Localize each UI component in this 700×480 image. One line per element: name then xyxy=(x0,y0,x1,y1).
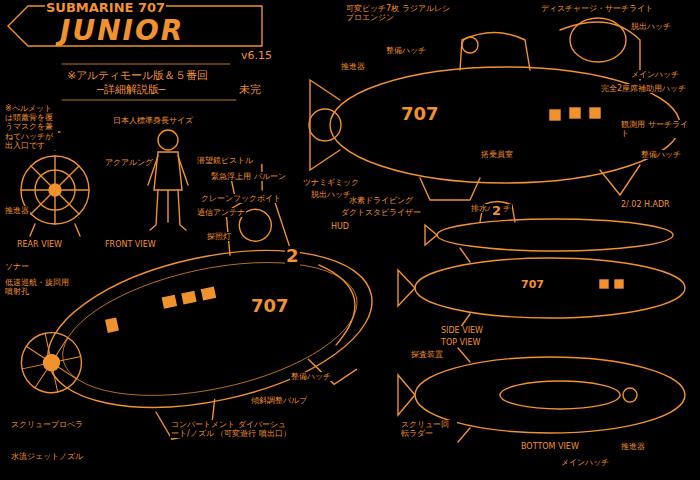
part-label: ディスチャージ・サーチライト xyxy=(540,4,654,13)
part-label: アクアルング xyxy=(104,158,154,167)
part-label: 緊急浮上用 バルーン xyxy=(210,172,287,181)
part-label: 潜望鏡ピストル xyxy=(196,156,254,165)
part-label: スクリュー回転ラダー xyxy=(400,420,457,438)
part-label: BOTTOM VIEW xyxy=(520,442,580,451)
title: JUNIOR xyxy=(60,14,184,47)
part-label: ダクトスタビライザー xyxy=(340,208,422,217)
part-label: 2 xyxy=(285,246,300,267)
part-label: 整備ハッチ xyxy=(290,372,332,381)
part-label: ツナミギミック xyxy=(302,178,360,187)
part-label: ※ヘルメットは頭蓋骨を覆うマスクを兼ねてハッチが出入口です xyxy=(4,104,58,150)
part-label: 2 xyxy=(491,204,502,219)
part-label: v6.15 xyxy=(240,50,273,63)
part-label: 傾斜調整バルブ xyxy=(250,396,308,405)
part-label: 水素ドライビング xyxy=(348,196,414,205)
part-label: 搭乗員室 xyxy=(480,150,514,159)
part-label: 推進器 xyxy=(4,206,30,215)
part-label: 推進器 xyxy=(620,442,646,451)
part-label: メインハッチ xyxy=(630,70,680,79)
top-view-sub xyxy=(398,248,685,328)
main-submarine xyxy=(0,148,392,467)
part-label: 探照灯 xyxy=(206,232,232,241)
part-label: SUBMARINE 707 xyxy=(45,1,166,16)
part-label: 通信アンテナ xyxy=(196,208,246,217)
part-label: 探査装置 xyxy=(410,350,444,359)
side-submarine-large xyxy=(309,18,680,200)
part-label: 推進器 xyxy=(340,62,366,71)
part-label: 日本人標準身長サイズ xyxy=(112,116,194,125)
part-label: 707 xyxy=(400,104,440,125)
part-label: ソナー xyxy=(4,262,30,271)
part-label: 水流ジェットノズル xyxy=(10,452,84,461)
part-label: 完全2座席補助用ハッチ xyxy=(600,84,692,93)
part-label: ※アルティモール版＆５番回 xyxy=(66,70,209,83)
part-label: 2/.02 H.ADR xyxy=(620,200,671,209)
part-label: クレーンフックボイト xyxy=(200,194,282,203)
part-label: 整備ハッチ xyxy=(640,150,682,159)
bottom-view-sub xyxy=(398,348,685,442)
part-label: 脱出ハッチ xyxy=(630,22,672,31)
part-label: SIDE VIEW xyxy=(440,326,484,335)
part-label: 707 xyxy=(520,279,545,292)
part-label: REAR VIEW xyxy=(16,240,63,249)
part-label: FRONT VIEW xyxy=(104,240,157,249)
part-label: 可変ピッチ7枚 ラジアルレシプロエンジン xyxy=(345,4,457,22)
part-label: HUD xyxy=(330,222,350,231)
part-label: 整備ハッチ xyxy=(385,46,427,55)
part-label: 未完 xyxy=(238,84,262,97)
part-label: 脱出ハッチ xyxy=(310,190,352,199)
rule-line xyxy=(62,64,236,100)
part-label: メインハッチ xyxy=(560,458,610,467)
part-label: コンパートメント ダイバーシュート/ノズル （可変遊行 噴出口） xyxy=(170,420,292,438)
part-label: TOP VIEW xyxy=(440,338,481,347)
part-label: スクリュープロペラ xyxy=(10,420,84,429)
part-label: 低速巡航・旋回用 噴射孔 xyxy=(4,278,76,296)
part-label: 観測用 サーチライト xyxy=(620,120,692,138)
pilot-figure xyxy=(148,130,188,230)
part-label: 707 xyxy=(250,296,290,317)
part-label: ─詳細解説版─ xyxy=(96,84,166,97)
